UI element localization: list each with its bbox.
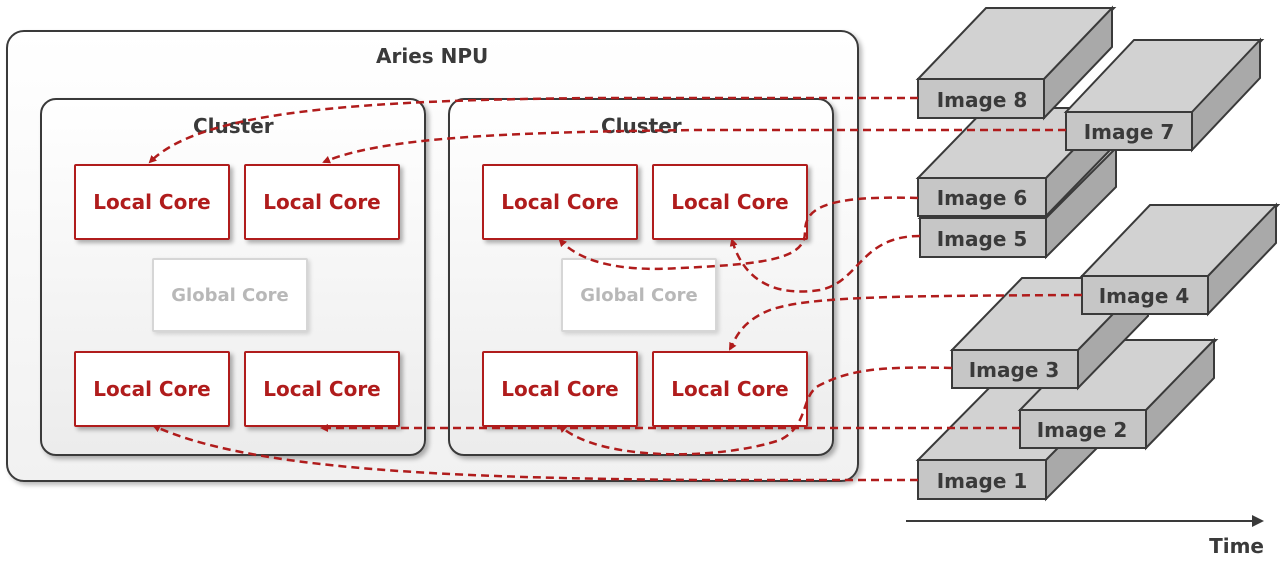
arrow-image-5 [729,234,921,293]
image-2-label: Image 2 [1037,418,1128,442]
cluster-1-local-core-1: Local Core [74,164,230,240]
arrow-image-6 [558,196,919,271]
cluster-2-global-core: Global Core [561,258,717,332]
cluster-2-local-core-2: Local Core [652,164,808,240]
arrow-image-4 [728,293,1083,351]
image-7-label: Image 7 [1084,120,1175,144]
time-axis-label: Time [1209,534,1264,558]
cluster-1-local-core-3: Local Core [74,351,230,427]
cluster-1-local-core-2: Local Core [244,164,400,240]
cluster-1-local-core-4: Local Core [244,351,400,427]
arrow-image-1 [152,424,918,482]
image-6-label: Image 6 [937,186,1028,210]
cluster-2-local-core-3: Local Core [482,351,638,427]
image-5-block: Image 5 [917,145,1121,260]
npu-title: Aries NPU [376,44,489,68]
arrow-image-7 [322,128,1066,164]
image-7-block: Image 7 [1063,37,1265,153]
arrow-image-3 [558,366,953,456]
image-4-block: Image 4 [1079,202,1280,317]
image-8-block: Image 8 [915,5,1117,121]
image-5-label: Image 5 [937,227,1028,251]
image-4-label: Image 4 [1099,284,1190,308]
cluster-2-local-core-4: Local Core [652,351,808,427]
image-1-label: Image 1 [937,469,1028,493]
cluster-1-title: Cluster [193,114,274,138]
image-2-block: Image 2 [1017,337,1219,451]
image-8-label: Image 8 [937,88,1028,112]
image-3-label: Image 3 [969,358,1060,382]
cluster-1-global-core: Global Core [152,258,308,332]
cluster-2-title: Cluster [601,114,682,138]
arrow-image-8 [148,96,918,164]
